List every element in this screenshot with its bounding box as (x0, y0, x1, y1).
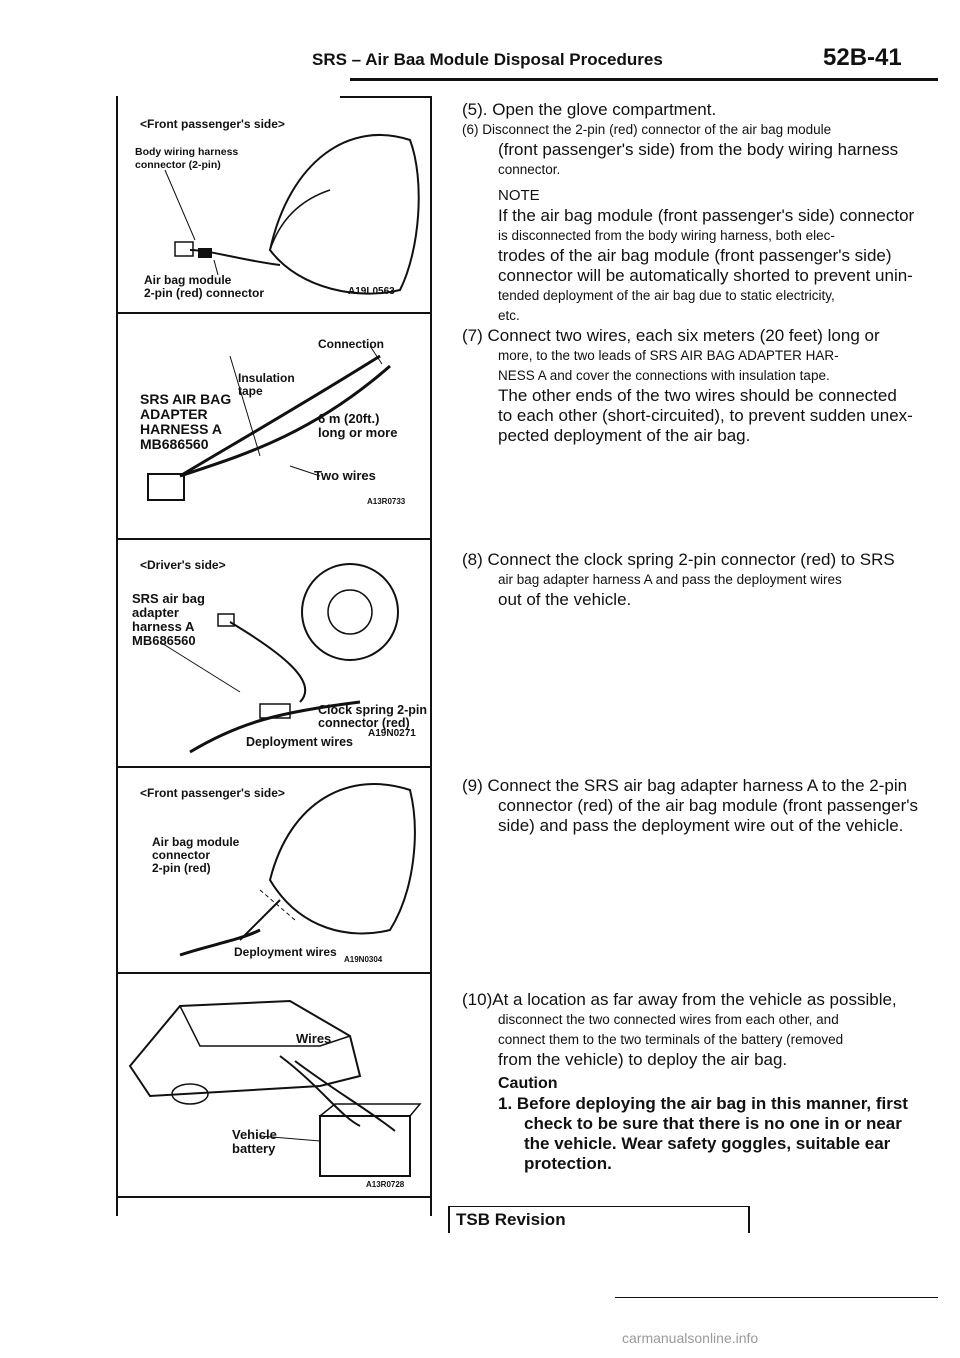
figure-1-code: A19L0563 (348, 286, 395, 297)
caution-line-1: 1. Before deploying the air bag in this … (498, 1094, 908, 1113)
figure-2-illustration (147, 345, 391, 501)
caution-line-4: protection. (524, 1154, 612, 1173)
step-10-line-1: (10)At a location as far away from the v… (462, 990, 897, 1009)
figure-3-label-deployment-wires: Deployment wires (246, 735, 353, 749)
step-6-line-1: (6) Disconnect the 2-pin (red) connector… (462, 122, 832, 137)
caution-line-3: the vehicle. Wear safety goggles, suitab… (524, 1134, 891, 1153)
watermark: carmanualsonline.info (622, 1330, 759, 1346)
step-7-line-4: The other ends of the two wires should b… (498, 386, 897, 405)
step-10-line-3: connect them to the two terminals of the… (498, 1032, 844, 1047)
figure-2-label-two-wires: Two wires (314, 468, 376, 483)
figure-top-rule (340, 96, 432, 98)
step-7: (7) Connect two wires, each six meters (… (462, 326, 938, 446)
figure-5-label-vehicle-battery: Vehicle battery (232, 1127, 277, 1156)
step-9-line-3: side) and pass the deployment wire out o… (498, 816, 904, 835)
step-6-line-3: connector. (498, 162, 561, 177)
step-10: (10)At a location as far away from the v… (462, 990, 938, 1070)
figure-4-label-deployment-wires: Deployment wires (234, 945, 337, 959)
figure-3-illustration (159, 563, 399, 754)
figure-divider-4 (116, 972, 432, 974)
figure-5-illustration (128, 999, 422, 1177)
figure-3-label-adapter-harness: SRS air bag adapter harness A MB686560 (132, 591, 205, 648)
figure-2-label-length: 6 m (20ft.) long or more (318, 411, 398, 440)
figure-divider-1 (116, 312, 432, 314)
figure-4-title: <Front passenger's side> (140, 786, 285, 800)
figure-3-title: <Driver's side> (140, 558, 226, 572)
note-line-2: is disconnected from the body wiring har… (498, 228, 835, 243)
note-label: NOTE (498, 187, 540, 204)
step-7-line-1: (7) Connect two wires, each six meters (… (462, 326, 880, 345)
figure-3-label-clock-spring: Clock spring 2-pin connector (red) (318, 703, 428, 730)
figure-2-code: A13R0733 (367, 497, 406, 506)
note-line-6: etc. (498, 308, 520, 323)
caution-label: Caution (498, 1075, 558, 1092)
step-9: (9) Connect the SRS air bag adapter harn… (462, 776, 938, 836)
step-8-line-2: air bag adapter harness A and pass the d… (498, 572, 842, 587)
step-9-line-2: connector (red) of the air bag module (f… (498, 796, 918, 815)
figure-1-label-body-harness: Body wiring harness connector (2-pin) (135, 146, 239, 171)
page-number: 52B-41 (823, 44, 902, 71)
header-rule (350, 78, 938, 81)
note-line-5: tended deployment of the air bag due to … (498, 288, 835, 303)
figure-4-illustration (179, 783, 416, 957)
step-7-line-5: to each other (short-circuited), to prev… (498, 406, 913, 425)
figure-1-label-module-connector: Air bag module 2-pin (red) connector (144, 273, 265, 300)
step-8: (8) Connect the clock spring 2-pin conne… (462, 550, 938, 610)
step-10-line-2: disconnect the two connected wires from … (498, 1012, 839, 1027)
figure-divider-2 (116, 538, 432, 540)
figure-4-code: A19N0304 (344, 955, 383, 964)
note-line-3: trodes of the air bag module (front pass… (498, 246, 892, 265)
figure-bottom-rule (116, 1196, 432, 1198)
step-7-line-2: more, to the two leads of SRS AIR BAG AD… (498, 348, 839, 363)
step-8-line-3: out of the vehicle. (498, 590, 632, 609)
step-6: (6) Disconnect the 2-pin (red) connector… (462, 120, 938, 180)
figure-column-left-border (116, 96, 118, 1216)
step-7-line-6: pected deployment of the air bag. (498, 426, 751, 445)
caution-line-2: check to be sure that there is no one in… (524, 1114, 902, 1133)
caution-block: Caution 1. Before deploying the air bag … (462, 1074, 938, 1174)
figure-5-label-wires: Wires (296, 1031, 332, 1046)
figure-4-label-module-connector: Air bag module connector 2-pin (red) (152, 835, 240, 875)
step-5: (5). Open the glove compartment. (462, 100, 938, 120)
step-8-line-1: (8) Connect the clock spring 2-pin conne… (462, 550, 895, 569)
step-6-line-2: (front passenger's side) from the body w… (498, 140, 899, 159)
step-7-line-3: NESS A and cover the connections with in… (498, 368, 830, 383)
note-block: NOTE If the air bag module (front passen… (462, 186, 938, 326)
figure-3-code: A19N0271 (368, 728, 416, 739)
figure-column-right-border (430, 96, 432, 1216)
figure-divider-3 (116, 766, 432, 768)
note-line-1: If the air bag module (front passenger's… (498, 206, 915, 225)
figure-1-title: <Front passenger's side> (140, 117, 285, 131)
figure-5-code: A13R0728 (366, 1180, 405, 1189)
footer-rule (615, 1297, 938, 1298)
step-9-line-1: (9) Connect the SRS air bag adapter harn… (462, 776, 908, 795)
figure-1-illustration (164, 134, 420, 295)
page-title: SRS – Air Baa Module Disposal Procedures (312, 50, 663, 69)
figure-2-label-connection: Connection (318, 337, 384, 351)
tsb-revision-box: TSB Revision (448, 1206, 750, 1233)
figure-2-label-insulation-tape: Insulation tape (238, 371, 295, 398)
step-10-line-4: from the vehicle) to deploy the air bag. (498, 1050, 788, 1069)
figure-2-label-adapter-harness: SRS AIR BAG ADAPTER HARNESS A MB686560 (140, 391, 232, 452)
note-line-4: connector will be automatically shorted … (498, 266, 913, 285)
step-5-text: (5). Open the glove compartment. (462, 100, 717, 119)
